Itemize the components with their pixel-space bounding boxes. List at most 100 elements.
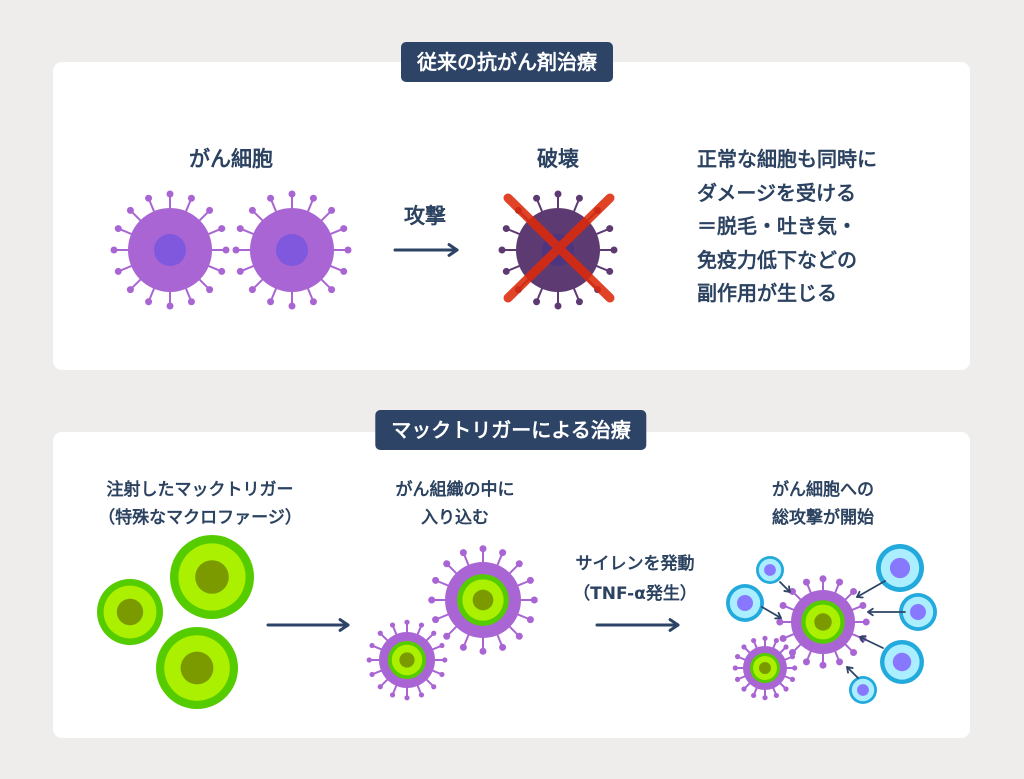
spike-tip [479,545,487,553]
arrow-shaft [761,606,782,619]
arrow-shaft [779,581,791,593]
attack-arrow-icon [779,581,791,593]
nucleus [472,589,494,611]
spike-tip [166,190,174,198]
nucleus [399,652,415,668]
attack-arrow-icon [393,243,459,257]
siren-line: （TNF-α発生） [573,584,697,604]
side-effect-line: 免疫力低下などの [697,247,857,272]
spike-tip [389,692,396,698]
arrow-head [856,590,864,599]
arrow-head [338,618,350,632]
spike-tip [850,649,858,657]
spike-tip [499,643,507,651]
spike-tip [741,686,747,692]
step3-label: がん細胞への 総攻撃が開始 [772,476,874,532]
cancer-cell-icon [232,190,352,310]
spike-tip [530,596,538,604]
side-effect-line: 副作用が生じる [697,281,837,305]
attack-label: 攻撃 [404,204,446,228]
spike-tip [288,302,296,310]
spike-tip [114,267,122,275]
spike-tip [859,601,867,609]
spike-tip [526,616,534,624]
arrow-head [846,666,854,674]
spike-tip [783,686,789,692]
spike-tip [479,647,487,655]
step1-line: 注射したマックトリガー [106,480,294,500]
spike-tip [773,692,779,699]
spike-tip [236,267,244,275]
arrow-head [447,243,459,257]
side-effect-line: ダメージを受ける [697,180,856,205]
nucleus [764,564,776,576]
side-effect-text: 正常な細胞も同時に ダメージを受ける ＝脱毛・吐き気・ 免疫力低下などの 副作用… [697,143,877,311]
spike-tip [836,578,844,586]
infiltrated-cancer-cell-icon [428,545,538,655]
spike-tip [779,601,787,609]
spike-tip [792,665,798,671]
macrophage-icon [170,535,254,619]
immune-cell-icon [726,584,764,622]
spike-tip [776,618,784,626]
mactrigger-title: マックトリガーによる治療 [375,410,647,450]
spike-tip [309,194,317,202]
step2-line: がん組織の中に [395,480,515,500]
infiltrated-cancer-cell-icon [732,635,798,701]
spike-tip [554,190,562,198]
attack-arrow-icon [867,607,906,617]
macrophage-icon [97,579,163,645]
nucleus [195,560,229,594]
spike-tip [288,190,296,198]
spike-tip [515,560,523,568]
spike-tip [762,695,768,701]
arrow-shaft [859,636,884,649]
spike-tip [218,225,226,233]
spike-tip [788,649,796,657]
spike-tip [431,630,437,636]
nucleus [180,651,214,685]
immune-cell-icon [880,640,924,684]
spike-tip [575,298,583,306]
spike-tip [236,225,244,233]
spike-tip [526,576,534,584]
spike-tip [610,246,618,254]
infiltrated-cancer-cell-icon [366,619,448,701]
spike-tip [819,575,827,583]
attack-arrow-icon [846,666,859,679]
spike-tip [606,267,614,275]
spike-tip [734,676,741,682]
conventional-title: 従来の抗がん剤治療 [401,42,613,82]
macrophage [387,640,427,680]
spike-tip [836,658,844,666]
spike-tip [443,632,451,640]
nucleus [857,684,869,696]
spike-tip [819,661,827,669]
siren-label: サイレンを発動 （TNF-α発生） [573,549,697,609]
conventional-treatment-panel [53,62,970,370]
spike-tip [734,654,741,660]
spike-tip [773,637,779,644]
siren-line: サイレンを発動 [575,554,695,574]
spike-tip [428,596,436,604]
nucleus [889,557,911,579]
immune-cell-icon [899,593,937,631]
spike-tip [789,676,796,682]
spike-tip [377,684,383,690]
spike-tip [432,576,440,584]
destroyed-label: 破壊 [537,147,579,171]
spike-tip [575,194,583,202]
arrow-head [783,585,791,593]
spike-tip [439,642,445,649]
spike-tip [344,246,352,254]
spike-tip [187,298,195,306]
spike-tip [789,654,796,660]
spike-tip [366,657,372,663]
spike-tip [533,298,541,306]
spike-tip [432,616,440,624]
spike-tip [206,206,214,214]
spike-tip [248,206,256,214]
macrophage-icon [156,627,238,709]
spike-tip [554,302,562,310]
